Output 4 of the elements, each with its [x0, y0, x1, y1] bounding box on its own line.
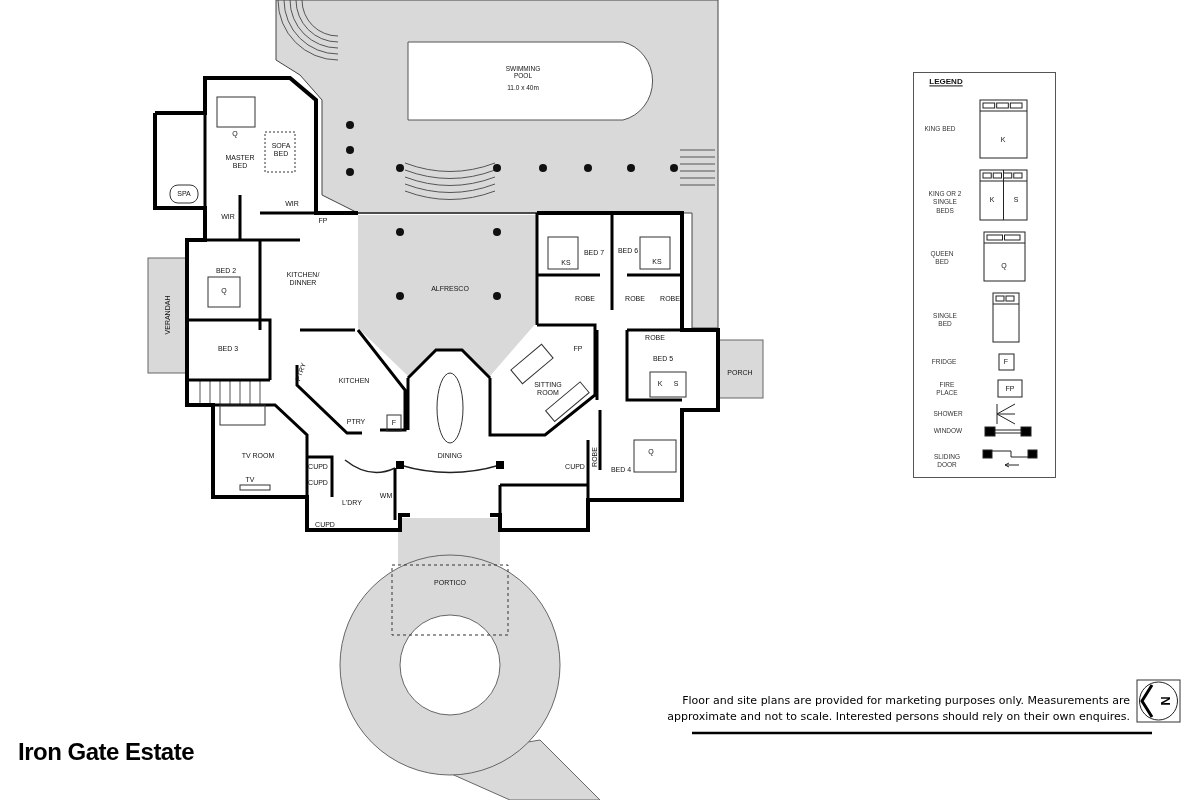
plan-title: Iron Gate Estate [18, 738, 195, 766]
disclaimer-text: Floor and site plans are provided for marketing purposes only. Measurements are approximate and not to scale. Interested persons should rely on their own enquires. [666, 693, 1130, 725]
north-label: N [1157, 696, 1173, 706]
legend-title: LEGEND [929, 77, 963, 87]
